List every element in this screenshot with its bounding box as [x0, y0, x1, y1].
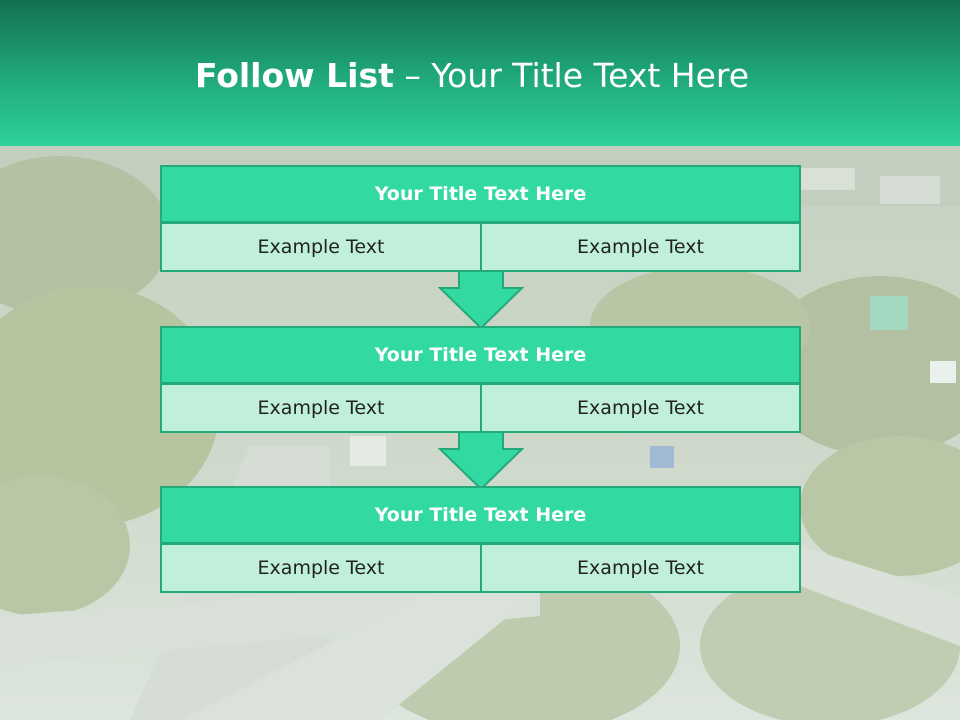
step-1-left-cell: Example Text — [160, 222, 482, 272]
step-2-title: Your Title Text Here — [160, 326, 801, 384]
step-3-title: Your Title Text Here — [160, 486, 801, 544]
step-1-right-cell: Example Text — [480, 222, 801, 272]
step-3-right-cell: Example Text — [480, 543, 801, 593]
step-2-left-cell: Example Text — [160, 383, 482, 433]
slide-title-rest: – Your Title Text Here — [393, 56, 750, 95]
slide-title: Follow List – Your Title Text Here — [0, 54, 944, 98]
step-2-right-cell: Example Text — [480, 383, 801, 433]
down-arrow-icon — [438, 270, 524, 330]
slide-title-bold: Follow List — [194, 56, 394, 95]
title-bar: Follow List – Your Title Text Here — [0, 0, 960, 146]
step-3-left-cell: Example Text — [160, 543, 482, 593]
down-arrow-icon — [438, 431, 524, 491]
step-1-title: Your Title Text Here — [160, 165, 801, 223]
